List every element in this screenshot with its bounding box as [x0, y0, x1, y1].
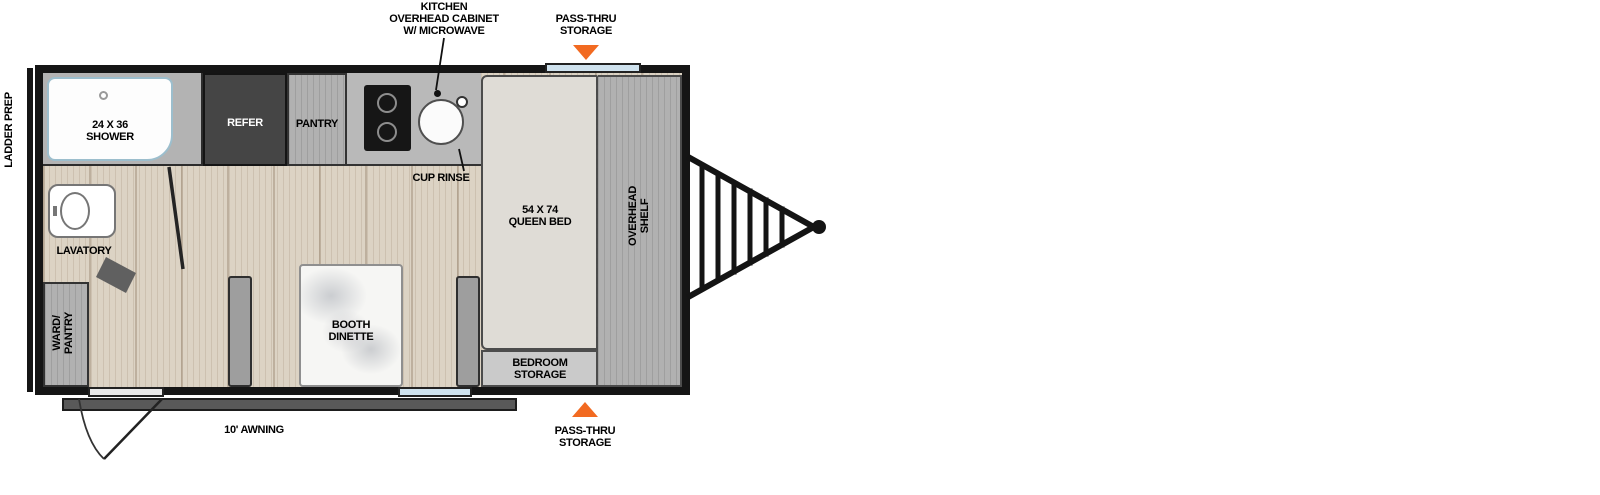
dinette-bench-right [456, 276, 480, 387]
lavatory-label: LAVATORY [56, 245, 112, 257]
awning-bar [62, 398, 517, 411]
queen-bed-label: 54 X 74 QUEEN BED [508, 204, 572, 229]
overhead-shelf [598, 75, 682, 387]
pass-thru-arrow-up-icon [572, 402, 598, 417]
toilet-icon [48, 184, 116, 238]
queen-bed [481, 75, 598, 350]
faucet-icon [434, 90, 441, 97]
dinette-table [299, 264, 403, 387]
shower-label: 24 X 36 SHOWER [86, 119, 134, 144]
stove-burner-icon [377, 93, 397, 113]
ward-pantry-label: WARD/ PANTRY [51, 311, 76, 355]
pantry-label: PANTRY [295, 118, 339, 130]
pass-thru-arrow-down-icon [573, 45, 599, 60]
awning-label: 10' AWNING [224, 424, 284, 436]
shower-drain-icon [99, 91, 108, 100]
hitch-rungs-icon [699, 162, 785, 292]
overhead-shelf-label: OVERHEAD SHELF [627, 186, 652, 246]
pass-thru-storage-top-label: PASS-THRU STORAGE [555, 13, 617, 38]
pantry-block [287, 73, 347, 166]
window-top [545, 63, 641, 73]
ward-pantry-block [43, 282, 89, 387]
booth-dinette-label: BOOTH DINETTE [328, 319, 374, 344]
refer-label: REFER [227, 117, 263, 129]
rear-bumper [27, 68, 33, 392]
shower-pan [47, 77, 173, 161]
cup-rinse-label: CUP RINSE [412, 172, 470, 184]
window-bottom [398, 387, 472, 397]
bedroom-storage-label: BEDROOM STORAGE [512, 357, 568, 382]
pass-thru-storage-bottom-label: PASS-THRU STORAGE [554, 425, 616, 450]
hitch-frame-icon [685, 153, 817, 301]
toilet-bowl-icon [60, 192, 90, 230]
sink-icon [418, 99, 464, 145]
entry-door [88, 387, 164, 397]
ladder-prep-label: LADDER PREP [3, 92, 15, 168]
toilet-flush-icon [53, 206, 57, 216]
bedroom-storage-block [481, 350, 598, 387]
bed-shelf-divider [596, 79, 598, 383]
cup-rinse-sprayer-icon [456, 96, 468, 108]
kitchen-overhead-callout: KITCHEN OVERHEAD CABINET W/ MICROWAVE [389, 1, 499, 38]
dinette-bench-left [228, 276, 252, 387]
hitch-ball-icon [812, 220, 826, 234]
stove-burner-icon [377, 122, 397, 142]
refrigerator-block [203, 73, 287, 166]
